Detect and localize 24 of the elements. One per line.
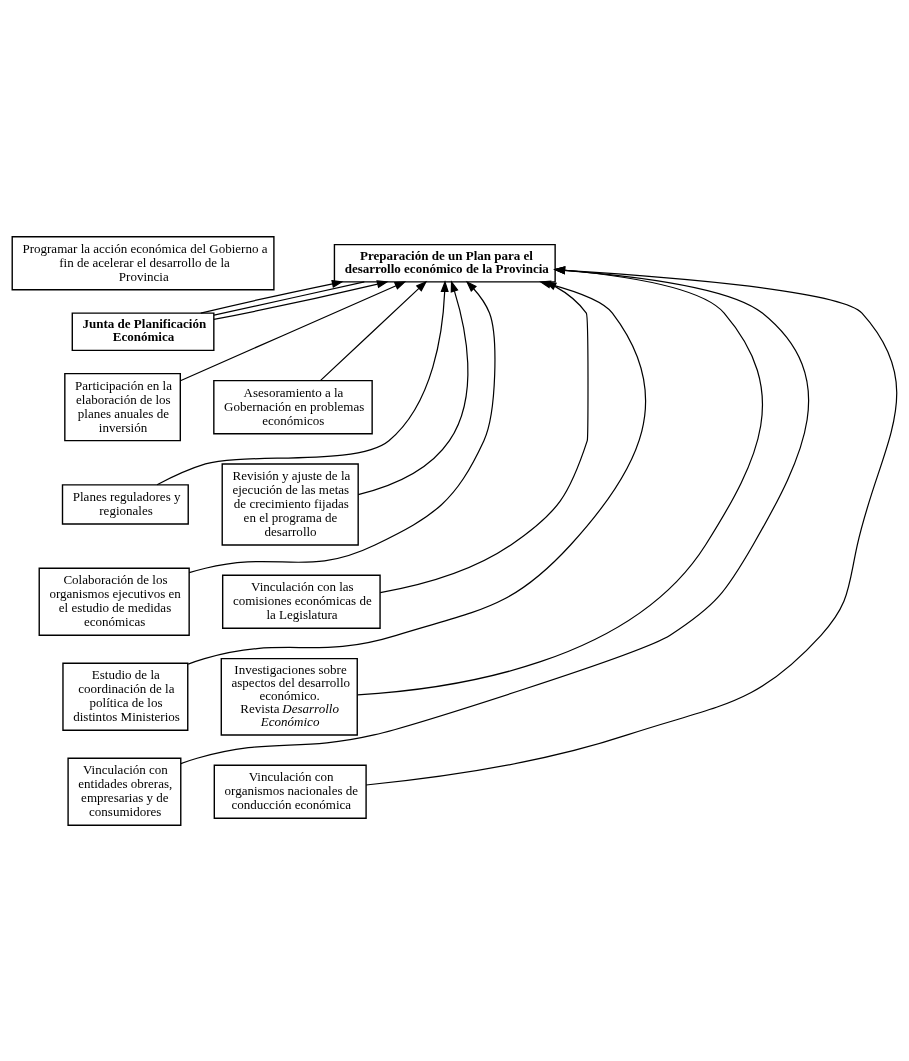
arrow (156, 279, 449, 485)
node-box: Programar la acción económica del Gobierno a fin de acelerar el desarrollo de la Provincia (11, 235, 275, 290)
node-box: Participación en la elaboración de los planes anuales de inversión (64, 372, 181, 441)
arrow (319, 280, 428, 381)
node-box: Preparación de un Plan para el desarrollo económico de la Provincia (333, 243, 556, 283)
node-box: Planes reguladores y regionales (61, 483, 189, 525)
node-box: Asesoramiento a la Gobernación en problemas económicos (213, 379, 373, 434)
arrow (357, 265, 764, 695)
node-box: Estudio de la coordinación de la política de los distintos Ministerios (62, 662, 189, 731)
arrow (200, 279, 344, 314)
node-box: Revisión y ajuste de la ejecución de las metas de crecimiento fijadas en el programa de desarrollo (221, 462, 359, 546)
node-box: Vinculación con organismos nacionales de conducción económica (213, 764, 367, 819)
node-box: Vinculación con las comisiones económicas de la Legislatura (222, 574, 381, 629)
arrow (213, 279, 389, 320)
node-box: Vinculación con entidades obreras, empresarias y de consumidores (67, 757, 182, 826)
arrow (357, 279, 469, 495)
arrow (179, 280, 407, 381)
arrow (180, 265, 810, 764)
node-box: Colaboración de los organismos ejecutivos en el estudio de medidas económicas (38, 567, 190, 636)
arrow (188, 280, 496, 573)
node-box: Investigaciones sobre aspectos del desarrollo económico. Revista Desarrollo Económico (220, 657, 358, 736)
node-box: Junta de Planificación Económica (71, 311, 215, 351)
connector (213, 280, 365, 316)
arrow (365, 265, 898, 786)
